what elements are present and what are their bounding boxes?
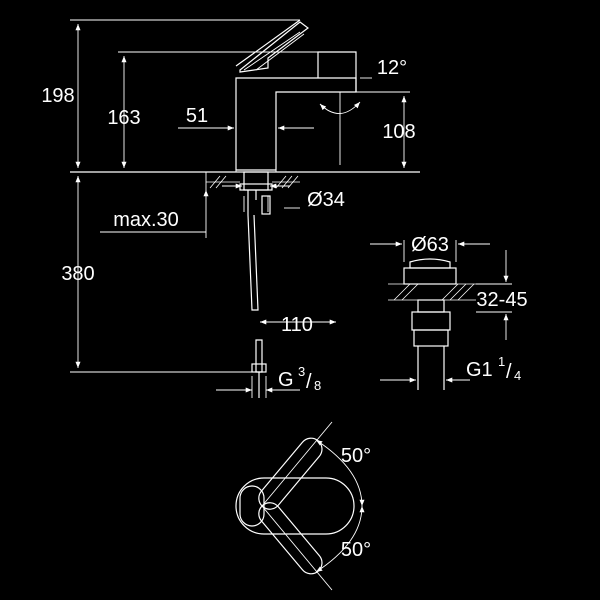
dim-380-label: 380 [61, 263, 94, 285]
thread-g-label: G [278, 369, 294, 391]
angle-lower-label: 50° [341, 539, 371, 561]
thread-denominator: 8 [314, 378, 321, 393]
dim-51-label: 51 [186, 105, 208, 127]
faucet-lever [235, 19, 309, 73]
faucet-side-view: 198 163 51 108 12° Ø34 max.30 3 [41, 19, 420, 398]
waste-thread-denominator: 4 [514, 368, 521, 383]
faucet-top-view: 50° 50° [235, 421, 371, 591]
svg-text:/: / [506, 361, 512, 383]
dim-max30-label: max.30 [113, 209, 179, 231]
dim-d34-label: Ø34 [307, 189, 345, 211]
basin-hatch [388, 283, 476, 301]
dim-198-label: 198 [41, 85, 74, 107]
faucet-body-outline [235, 77, 357, 171]
dim-108-label: 108 [382, 121, 415, 143]
waste-thread-numerator: 1 [498, 354, 505, 369]
waste-thread-g-label: G1 [466, 359, 493, 381]
dim-32-45-label: 32-45 [476, 289, 527, 311]
waste-fitting-view: Ø63 32-45 G1 1 / 4 [370, 234, 528, 390]
dim-110-label: 110 [281, 314, 313, 336]
dim-d63-label: Ø63 [411, 234, 449, 256]
angle-12-label: 12° [377, 57, 407, 79]
thread-numerator: 3 [298, 364, 305, 379]
dim-163-label: 163 [107, 107, 140, 129]
angle-upper-label: 50° [341, 445, 371, 467]
svg-text:/: / [306, 371, 312, 393]
